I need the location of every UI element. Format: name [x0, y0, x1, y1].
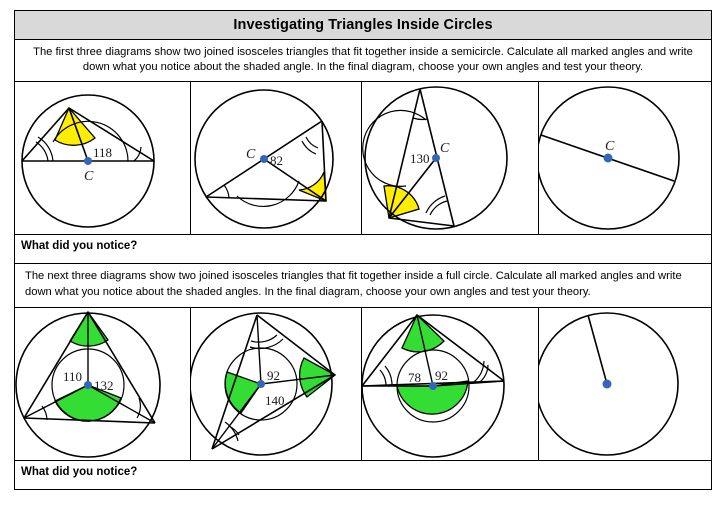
- circle-outline: [191, 312, 333, 456]
- angle-arc-bottom-left: [223, 184, 230, 199]
- circle-outline: [539, 312, 679, 456]
- angle-arc-bottom-right-2: [425, 195, 446, 214]
- semicircle-diagram-row: 118 C 82 C: [15, 82, 712, 236]
- centre-label-C: C: [440, 141, 450, 156]
- semicircle-diagram-1[interactable]: 118 C: [15, 82, 191, 235]
- centre-label-C: C: [246, 147, 256, 162]
- angle-arc-left-vertex: [41, 405, 48, 421]
- angle-arc-centre-82: [236, 181, 300, 208]
- angle-arc-right-vertex-2: [473, 360, 485, 383]
- centre-dot: [432, 154, 440, 163]
- angle-arc-right-base: [133, 147, 142, 162]
- angle-arc-bottomleft-2: [224, 421, 239, 442]
- radius-to-apex: [388, 157, 437, 219]
- radius-line: [587, 314, 608, 385]
- notice-prompt-1[interactable]: What did you notice?: [15, 235, 711, 265]
- angle-arc-bottom-right-1: [429, 200, 448, 216]
- angle-arc-top-vertex-1: [305, 136, 319, 149]
- angle-label-92: 92: [435, 368, 448, 383]
- chord-apex-left: [23, 311, 89, 419]
- angle-label-78: 78: [408, 370, 421, 385]
- angle-arc-left-vertex-1: [379, 369, 387, 387]
- centre-label-C: C: [84, 169, 94, 184]
- angle-arc-top-vertex: [412, 117, 429, 121]
- fullcircle-diagram-1[interactable]: 110 132: [15, 308, 191, 461]
- circle-outline: [539, 86, 680, 230]
- angle-label-110: 110: [63, 369, 82, 384]
- angle-label-140: 140: [265, 393, 285, 408]
- angle-arc-left-vertex-2: [384, 365, 393, 387]
- fullcircle-diagram-4-blank[interactable]: [539, 308, 712, 460]
- centre-dot: [257, 380, 265, 389]
- chord-top-bottomleft: [211, 314, 258, 450]
- chord-left-right: [23, 417, 156, 424]
- angle-label-118: 118: [93, 145, 112, 160]
- radius-to-top: [256, 314, 262, 385]
- angle-arc-top-vertex-2: [249, 338, 284, 350]
- fullcircle-diagram-2[interactable]: 92 140: [191, 308, 362, 461]
- chord-left: [205, 196, 327, 203]
- angle-arc-left-base-2: [37, 136, 54, 162]
- centre-dot: [603, 153, 613, 163]
- chord-right: [388, 217, 455, 228]
- radius-to-right: [432, 380, 505, 387]
- radius-to-apex: [416, 314, 434, 387]
- fullcircle-diagram-3[interactable]: 78 92: [362, 308, 539, 461]
- radius-to-apex: [263, 158, 327, 202]
- shaded-centre-sector: [396, 380, 469, 415]
- notice-prompt-2[interactable]: What did you notice?: [21, 466, 138, 479]
- semicircle-diagram-4-blank[interactable]: C: [539, 82, 712, 234]
- fullcircle-diagram-row: 110 132: [15, 308, 712, 462]
- radius-to-right: [260, 374, 336, 385]
- angle-arc-centre-118: [52, 120, 129, 162]
- circle-outline: [194, 89, 334, 230]
- angle-arc-top-vertex-1: [250, 334, 278, 343]
- circle-outline: [364, 86, 508, 231]
- chord-apex-right: [416, 314, 505, 382]
- centre-dot: [429, 382, 437, 391]
- centre-dot: [260, 155, 268, 164]
- chord-left: [388, 89, 421, 219]
- angle-label-92: 92: [267, 368, 280, 383]
- circle-outline: [362, 314, 505, 458]
- radius-to-bottomleft: [211, 383, 262, 450]
- chord-right-bottomleft: [211, 374, 336, 450]
- instruction-text-1: The first three diagrams show two joined…: [15, 40, 711, 83]
- worksheet-table: Investigating Triangles Inside Circles T…: [14, 10, 712, 491]
- centre-dot: [84, 157, 92, 166]
- page-title: Investigating Triangles Inside Circles: [15, 11, 711, 40]
- centre-dot: [84, 381, 92, 390]
- angle-label-130: 130: [410, 151, 430, 166]
- centre-label-C: C: [605, 139, 615, 154]
- chord-apex-left: [362, 314, 418, 387]
- semicircle-diagram-2[interactable]: 82 C: [191, 82, 362, 235]
- angle-arc-right-vertex: [136, 397, 141, 419]
- angle-label-132: 132: [94, 378, 114, 393]
- semicircle-diagram-3[interactable]: 130 C: [362, 82, 539, 235]
- angle-arc-left-base: [35, 141, 49, 162]
- chord-top-right: [256, 314, 336, 376]
- chord-left: [21, 107, 70, 162]
- angle-arc-top-vertex-2: [301, 140, 317, 155]
- angle-arc-centre-130: [362, 110, 427, 188]
- centre-dot: [602, 379, 612, 389]
- chord-apex-right: [87, 311, 156, 424]
- radius-to-right: [87, 384, 156, 424]
- radius-to-apex: [68, 107, 89, 162]
- instruction-text-2: The next three diagrams show two joined …: [15, 264, 711, 309]
- angle-arc-right-vertex-1: [479, 364, 489, 383]
- radius-to-left: [23, 384, 89, 419]
- shaded-apex-angle: [69, 310, 109, 347]
- angle-label-82: 82: [270, 153, 283, 168]
- chord-right: [321, 121, 327, 202]
